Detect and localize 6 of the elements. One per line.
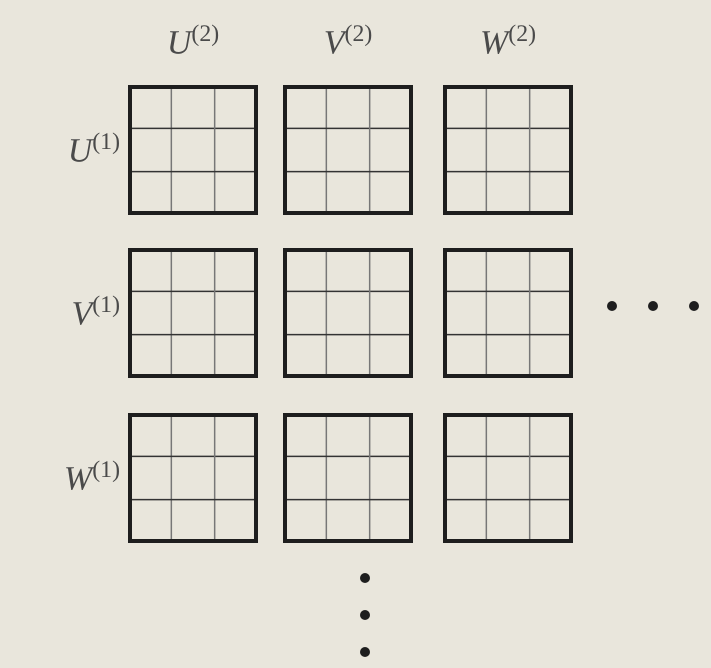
row-header: U$^{(1)}$: [68, 131, 120, 169]
column-header: V$^{(2)}$: [324, 23, 372, 61]
row-header: V$^{(1)}$: [71, 294, 120, 332]
column-header: W$^{(2)}$: [480, 23, 536, 61]
row-header: W$^{(1)}$: [64, 459, 120, 497]
column-header: U$^{(2)}$: [166, 23, 220, 61]
